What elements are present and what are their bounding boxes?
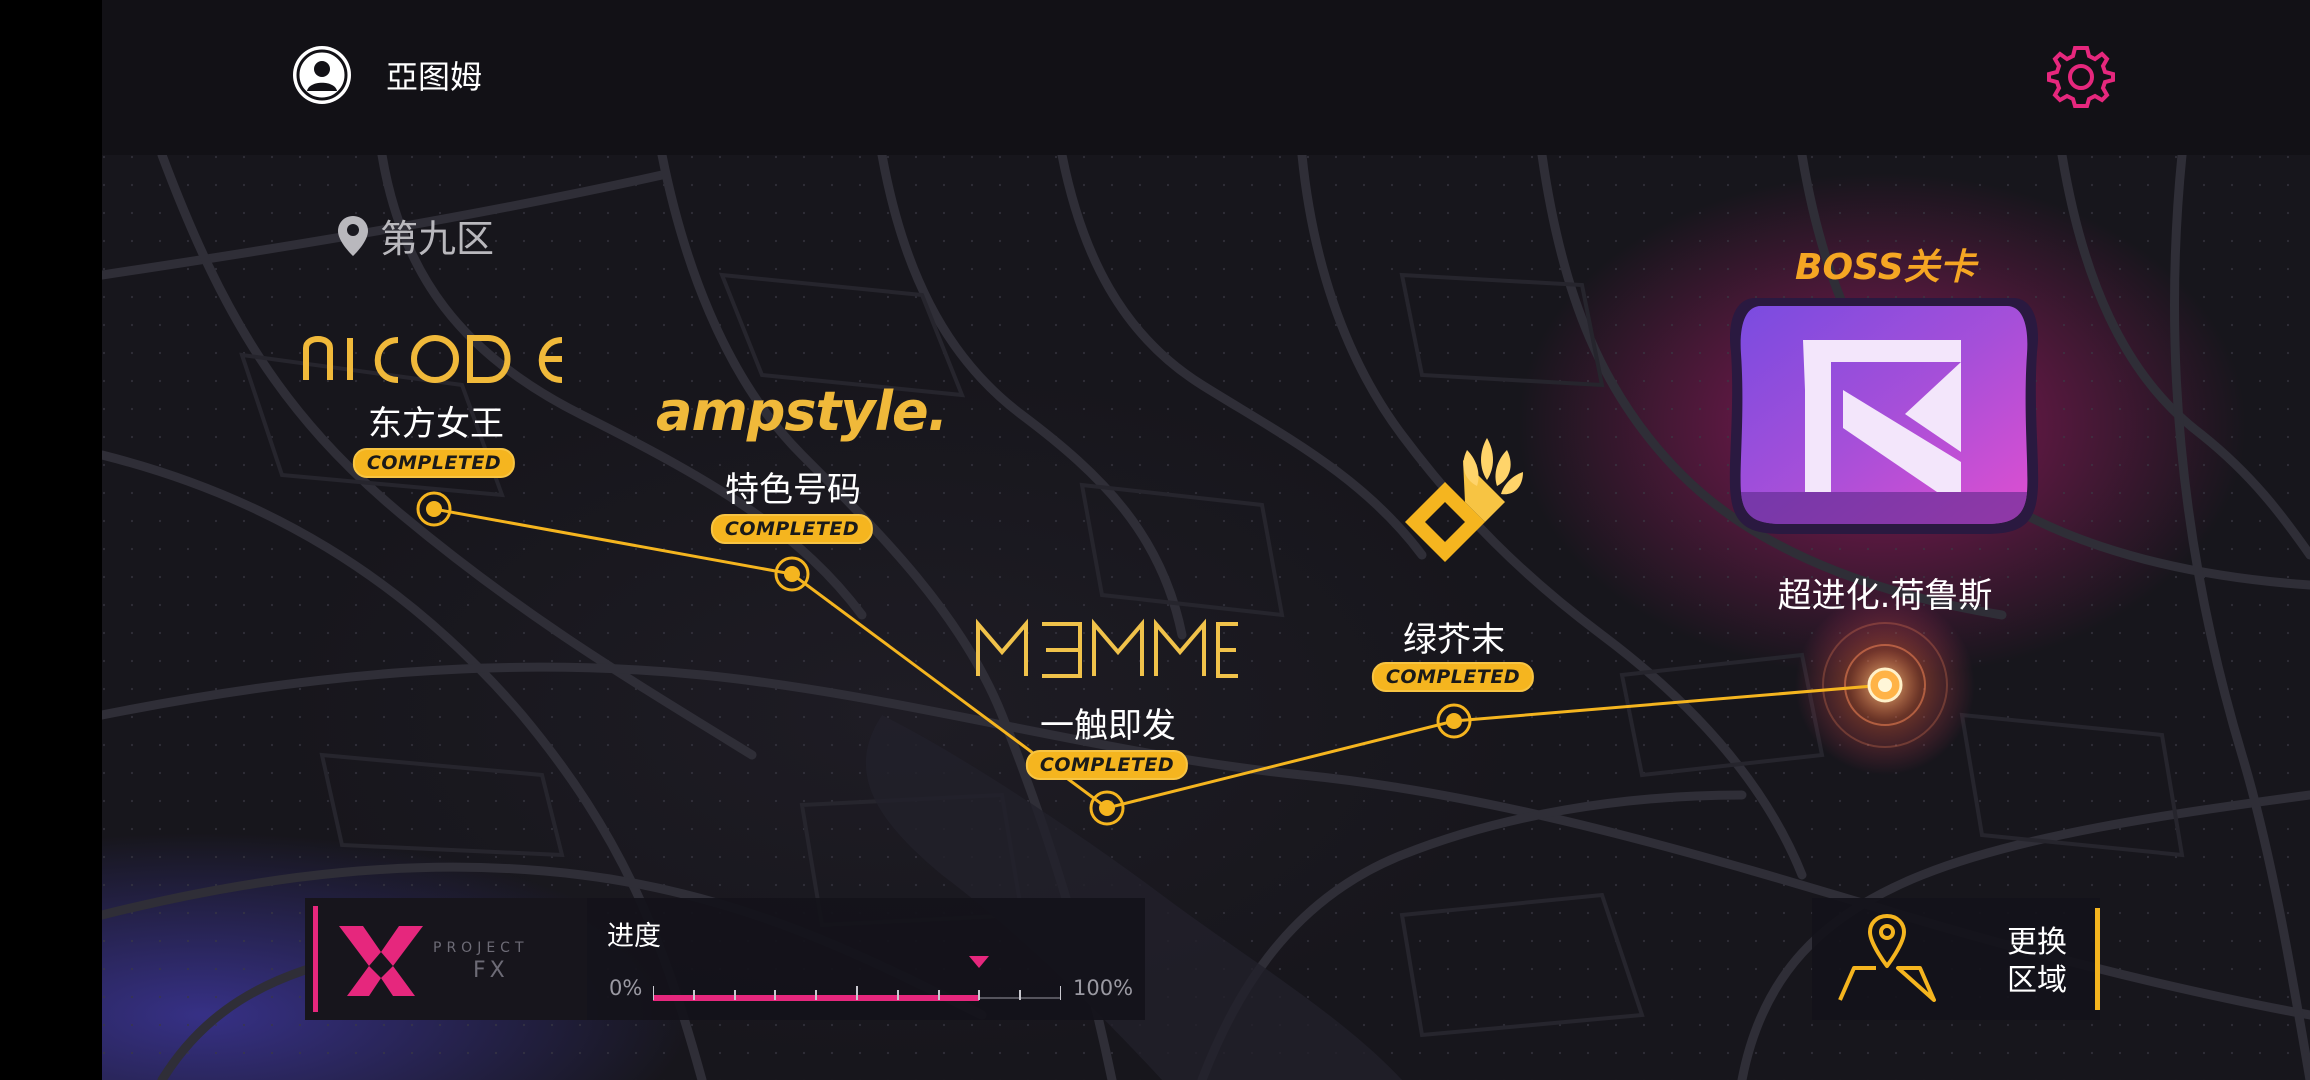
map-location-icon [1838, 914, 1936, 1002]
lotus-brand-logo [1375, 432, 1535, 596]
change-zone-line1: 更换 [2007, 925, 2067, 960]
logo-subtext: FX [473, 958, 509, 983]
gear-icon[interactable] [2045, 40, 2117, 112]
logo-text: PROJECT [433, 940, 529, 956]
stage-node-2[interactable] [774, 556, 810, 592]
progress-track [653, 986, 1061, 1001]
stage-2-title[interactable]: 特色号码 [725, 470, 861, 510]
stage-4-title[interactable]: 绿芥末 [1403, 620, 1505, 660]
stage-2-status-badge: COMPLETED [710, 514, 874, 544]
boss-node[interactable] [1867, 667, 1903, 703]
top-bar [102, 0, 2310, 155]
username[interactable]: 亞图姆 [386, 58, 483, 96]
user-icon[interactable] [293, 46, 351, 104]
stage-4-status-badge: COMPLETED [1371, 662, 1535, 692]
progress-max-label: 100% [1073, 976, 1134, 1000]
progress-marker-icon [969, 956, 989, 968]
stage-node-1[interactable] [416, 491, 452, 527]
stage-node-4[interactable] [1436, 703, 1472, 739]
map-pin-icon [338, 215, 368, 256]
change-zone-button[interactable]: 更换 区域 [1812, 898, 2100, 1020]
boss-title[interactable]: 超进化.荷鲁斯 [1777, 576, 1993, 616]
stage-1-status-badge: COMPLETED [352, 448, 516, 478]
boss-emblem-icon[interactable] [1725, 292, 2043, 540]
zone-name: 第九区 [380, 217, 495, 261]
change-zone-label: 更换 区域 [2007, 924, 2067, 1000]
stage-3-title[interactable]: 一触即发 [1040, 706, 1176, 746]
stage-3-status-badge: COMPLETED [1025, 750, 1189, 780]
m3mme-brand-logo [974, 618, 1242, 684]
logo-accent-bar [313, 906, 318, 1012]
change-zone-accent-bar [2095, 908, 2100, 1010]
stage-node-3[interactable] [1089, 790, 1125, 826]
ampstyle-brand-logo: ampstyle. [656, 380, 948, 443]
progress-panel: PROJECT FX 进度 0% 100% [305, 898, 1145, 1020]
project-fx-logo: PROJECT FX [305, 898, 587, 1020]
left-black-edge [0, 0, 102, 1080]
progress-title: 进度 [607, 921, 661, 952]
nicode-brand-logo [300, 328, 570, 388]
stage-1-title[interactable]: 东方女王 [368, 404, 504, 444]
progress-min-label: 0% [609, 976, 643, 1000]
boss-stage-label: BOSS关卡 [1795, 247, 1976, 288]
change-zone-line2: 区域 [2007, 963, 2067, 998]
zone-label: 第九区 [336, 208, 494, 263]
fx-logo-icon [339, 926, 423, 996]
